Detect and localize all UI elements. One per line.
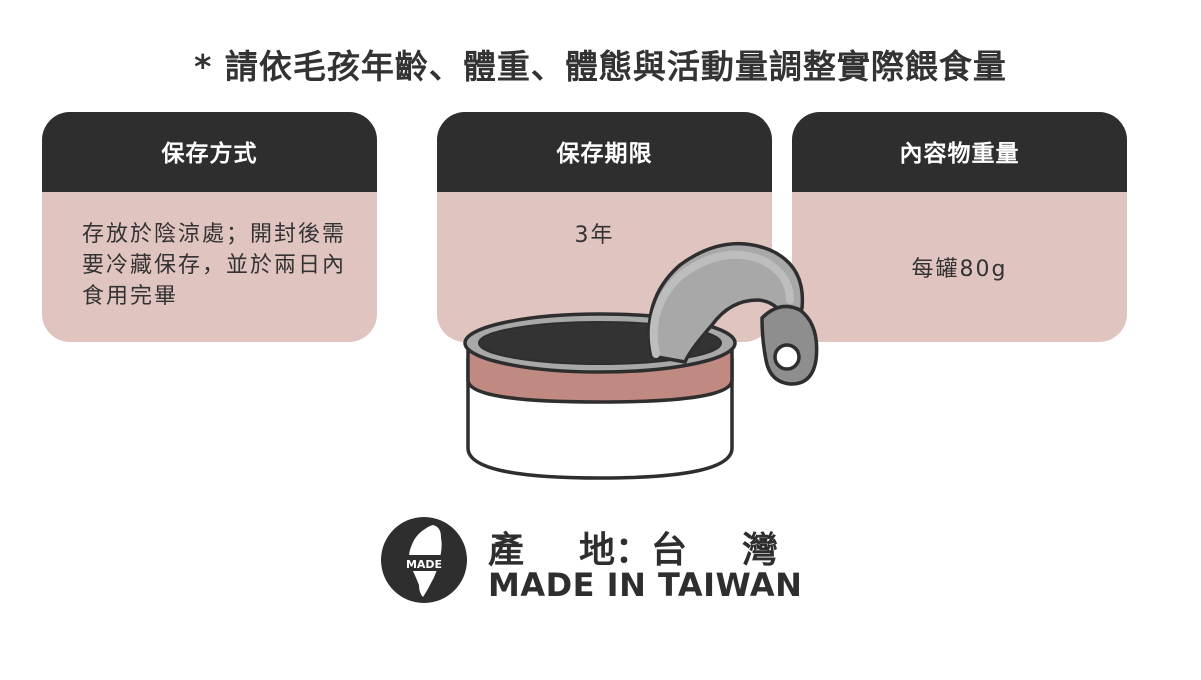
origin-zh-part: 產: [488, 530, 525, 571]
shelf-life-value: 3年: [574, 223, 615, 248]
origin-zh-part: 地：台: [578, 530, 687, 571]
origin-chinese: 產 地：台 灣: [488, 521, 778, 573]
origin-english: MADE IN TAIWAN: [488, 566, 803, 604]
storage-method-line: 食用完畢: [82, 284, 179, 309]
net-weight-text: 每罐80g: [792, 192, 1127, 285]
open-can-icon: [463, 242, 819, 480]
net-weight-value: 每罐80g: [911, 257, 1008, 282]
shelf-life-text: 3年: [437, 192, 772, 251]
storage-method-card: 保存方式 存放於陰涼處；開封後需 要冷藏保存，並於兩日內 食用完畢: [42, 112, 377, 342]
storage-method-title: 保存方式: [42, 112, 377, 192]
shelf-life-title: 保存期限: [437, 112, 772, 192]
made-badge-text: MADE: [406, 558, 442, 571]
origin-zh-part: 灣: [741, 530, 778, 571]
shelf-life-card: 保存期限 3年: [437, 112, 772, 342]
taiwan-map-icon: MADE: [381, 517, 467, 603]
net-weight-card: 內容物重量 每罐80g: [792, 112, 1127, 342]
storage-method-line: 要冷藏保存，並於兩日內: [82, 253, 347, 278]
storage-method-line: 存放於陰涼處；開封後需: [82, 222, 347, 247]
feeding-note: * 請依毛孩年齡、體重、體態與活動量調整實際餵食量: [194, 47, 1007, 86]
net-weight-title: 內容物重量: [792, 112, 1127, 192]
storage-method-text: 存放於陰涼處；開封後需 要冷藏保存，並於兩日內 食用完畢: [42, 192, 377, 312]
